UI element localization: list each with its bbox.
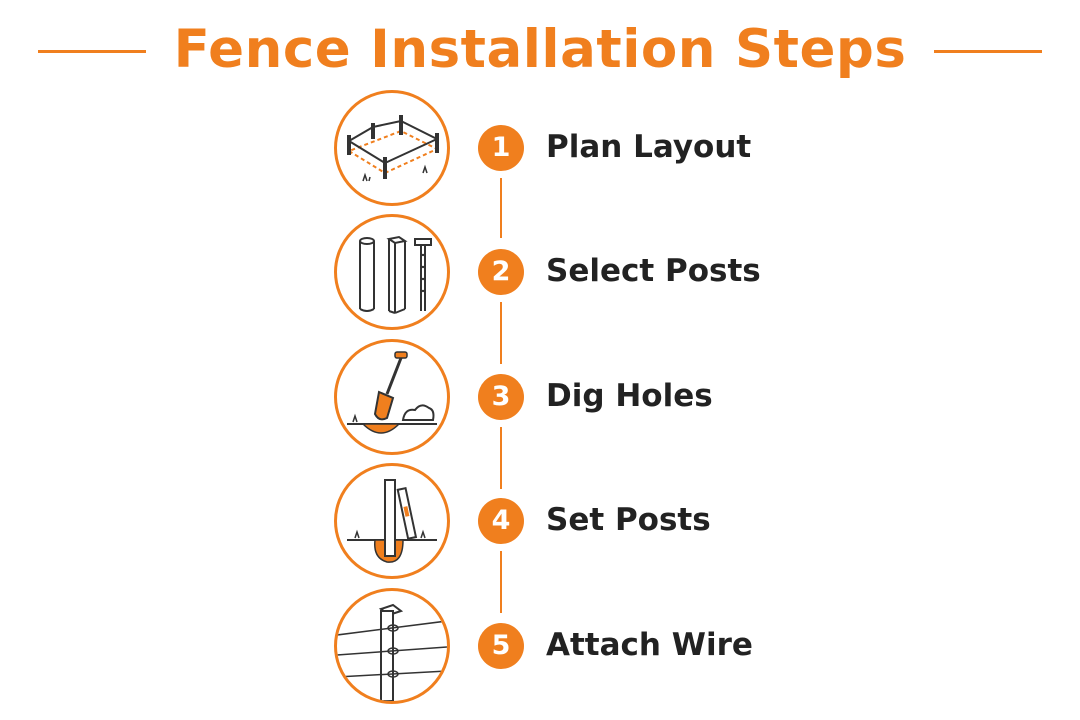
step-label: Dig Holes — [546, 378, 713, 414]
step-connector — [500, 551, 502, 613]
step-number-badge: 1 — [478, 125, 524, 171]
step-4: 4 Set Posts — [0, 463, 1080, 583]
step-5: 5 Attach Wire — [0, 588, 1080, 708]
step-number-badge: 5 — [478, 623, 524, 669]
fence-layout-icon — [334, 90, 450, 206]
step-connector — [500, 427, 502, 489]
title-rule-right — [934, 50, 1042, 53]
step-label: Attach Wire — [546, 627, 753, 663]
post-level-icon — [334, 463, 450, 579]
step-number-badge: 2 — [478, 249, 524, 295]
step-1: 1 Plan Layout — [0, 90, 1080, 210]
step-number-badge: 4 — [478, 498, 524, 544]
page-title: Fence Installation Steps — [173, 19, 907, 80]
step-label: Set Posts — [546, 502, 711, 538]
step-label: Select Posts — [546, 253, 761, 289]
title-rule-left — [38, 50, 146, 53]
step-3: 3 Dig Holes — [0, 339, 1080, 459]
shovel-hole-icon — [334, 339, 450, 455]
step-connector — [500, 178, 502, 238]
step-label: Plan Layout — [546, 129, 752, 165]
fence-posts-icon — [334, 214, 450, 330]
step-number-badge: 3 — [478, 374, 524, 420]
post-wire-icon — [334, 588, 450, 704]
step-2: 2 Select Posts — [0, 214, 1080, 334]
step-connector — [500, 302, 502, 364]
